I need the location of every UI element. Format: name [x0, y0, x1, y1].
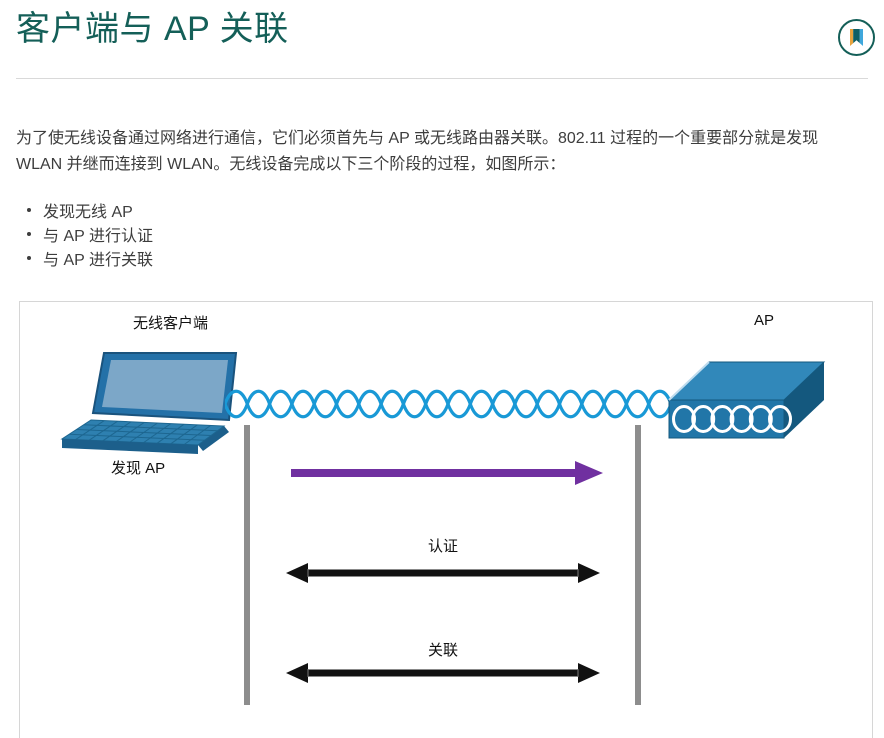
step-discover-label: 发现 AP	[111, 460, 166, 477]
access-point-icon	[667, 361, 826, 439]
phase-list: 发现无线 AP 与 AP 进行认证 与 AP 进行关联	[16, 198, 153, 270]
client-label: 无线客户端	[133, 315, 209, 332]
bullet-dot	[27, 208, 31, 212]
list-item-label: 与 AP 进行关联	[43, 252, 153, 269]
intro-paragraph: 为了使无线设备通过网络进行通信，它们必须首先与 AP 或无线路由器关联。802.…	[16, 130, 819, 173]
discover-arrow	[291, 461, 603, 485]
wave-strand-b	[225, 389, 671, 419]
timeline-bar-client	[244, 425, 250, 705]
step-assoc-label: 关联	[427, 642, 458, 659]
page-title: 客户端与 AP 关联	[16, 10, 289, 48]
laptop-icon	[60, 352, 238, 454]
list-item: 与 AP 进行关联	[16, 246, 153, 270]
bullet-dot	[27, 232, 31, 236]
list-item: 与 AP 进行认证	[16, 222, 153, 246]
list-item-label: 发现无线 AP	[43, 204, 133, 221]
timeline-bar-ap	[635, 425, 641, 705]
list-item: 发现无线 AP	[16, 198, 153, 222]
bullet-dot	[27, 256, 31, 260]
wireless-wave-icon	[225, 389, 671, 419]
assoc-arrow	[286, 663, 600, 683]
header-divider	[16, 78, 868, 79]
bookmark-button[interactable]	[838, 19, 875, 56]
association-diagram: 无线客户端 AP	[19, 301, 873, 738]
ap-label: AP	[754, 312, 775, 329]
step-auth-label: 认证	[427, 538, 458, 555]
bookmark-icon	[850, 29, 863, 46]
list-item-label: 与 AP 进行认证	[43, 228, 153, 245]
auth-arrow	[286, 563, 600, 583]
